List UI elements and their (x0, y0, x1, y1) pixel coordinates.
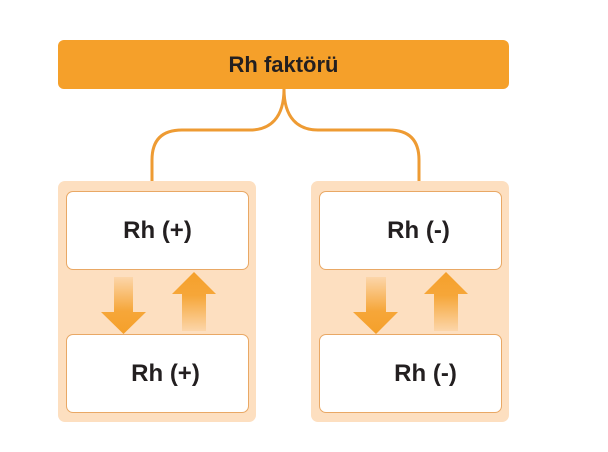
rh-positive-child-label: Rh (+) (131, 359, 200, 387)
rh-negative-child-label: Rh (-) (394, 359, 457, 387)
arrow-up-icon (172, 272, 216, 331)
rh-factor-header: Rh faktörü (58, 40, 509, 89)
rh-positive-panel: Rh (+) Rh (+) (58, 181, 256, 422)
brace-left-branch (150, 88, 286, 182)
rh-negative-child-box: Rh (-) (319, 334, 502, 413)
rh-negative-panel: Rh (-) Rh (-) (311, 181, 509, 422)
rh-positive-parent-box: Rh (+) (66, 191, 249, 270)
arrow-down-icon (101, 277, 146, 334)
arrow-down-icon (353, 277, 398, 334)
arrow-up-icon (424, 272, 468, 331)
rh-negative-parent-label: Rh (-) (387, 216, 450, 244)
brace-right-branch (282, 88, 421, 182)
rh-negative-parent-box: Rh (-) (319, 191, 502, 270)
rh-positive-child-box: Rh (+) (66, 334, 249, 413)
header-title: Rh faktörü (228, 51, 339, 77)
rh-positive-parent-label: Rh (+) (123, 216, 192, 244)
